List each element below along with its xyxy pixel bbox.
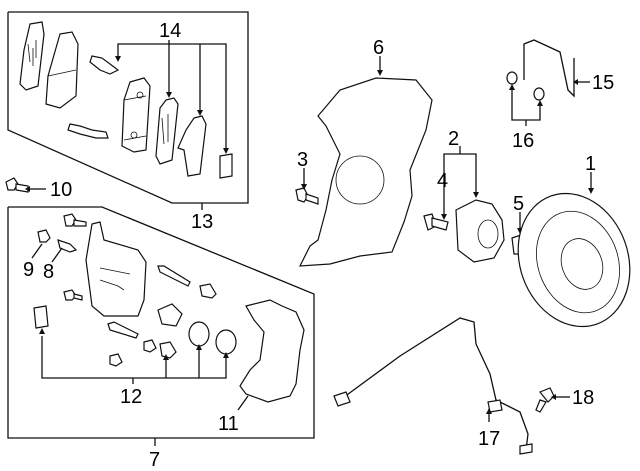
callout-14: 14: [159, 20, 181, 42]
caliper-box: [7, 206, 315, 446]
callout-16: 16: [512, 130, 534, 152]
splash-shield-part: [298, 77, 433, 267]
brake-pad-set-parts: [19, 21, 233, 179]
callout-9: 9: [23, 259, 34, 281]
callout-8: 8: [43, 261, 54, 283]
brake-rotor-part: [517, 192, 631, 328]
callout-13: 13: [191, 211, 213, 233]
callout-2: 2: [448, 128, 459, 150]
brake-hose-part: [506, 39, 575, 101]
callout-12: 12: [120, 386, 142, 408]
caliper-leaders: [31, 243, 249, 411]
callout-7: 7: [149, 449, 160, 471]
callout-4: 4: [437, 170, 448, 192]
callout-3: 3: [297, 149, 308, 171]
callout-6: 6: [373, 37, 384, 59]
bolt-10-part: [5, 177, 46, 193]
abs-sensor-part: [333, 317, 533, 455]
caliper-parts: [33, 213, 305, 403]
hub-assembly-part: [423, 199, 505, 263]
callout-1: 1: [585, 153, 596, 175]
pad-set-box: [7, 11, 249, 204]
sensor-bolt-part: [539, 387, 555, 403]
callout-5: 5: [513, 193, 524, 215]
callout-11: 11: [218, 413, 239, 435]
callout-10: 10: [50, 179, 72, 201]
callout-18: 18: [572, 387, 594, 409]
callout-17: 17: [478, 428, 500, 450]
callout-15: 15: [592, 72, 614, 94]
callout-14-leaders: [115, 40, 229, 154]
